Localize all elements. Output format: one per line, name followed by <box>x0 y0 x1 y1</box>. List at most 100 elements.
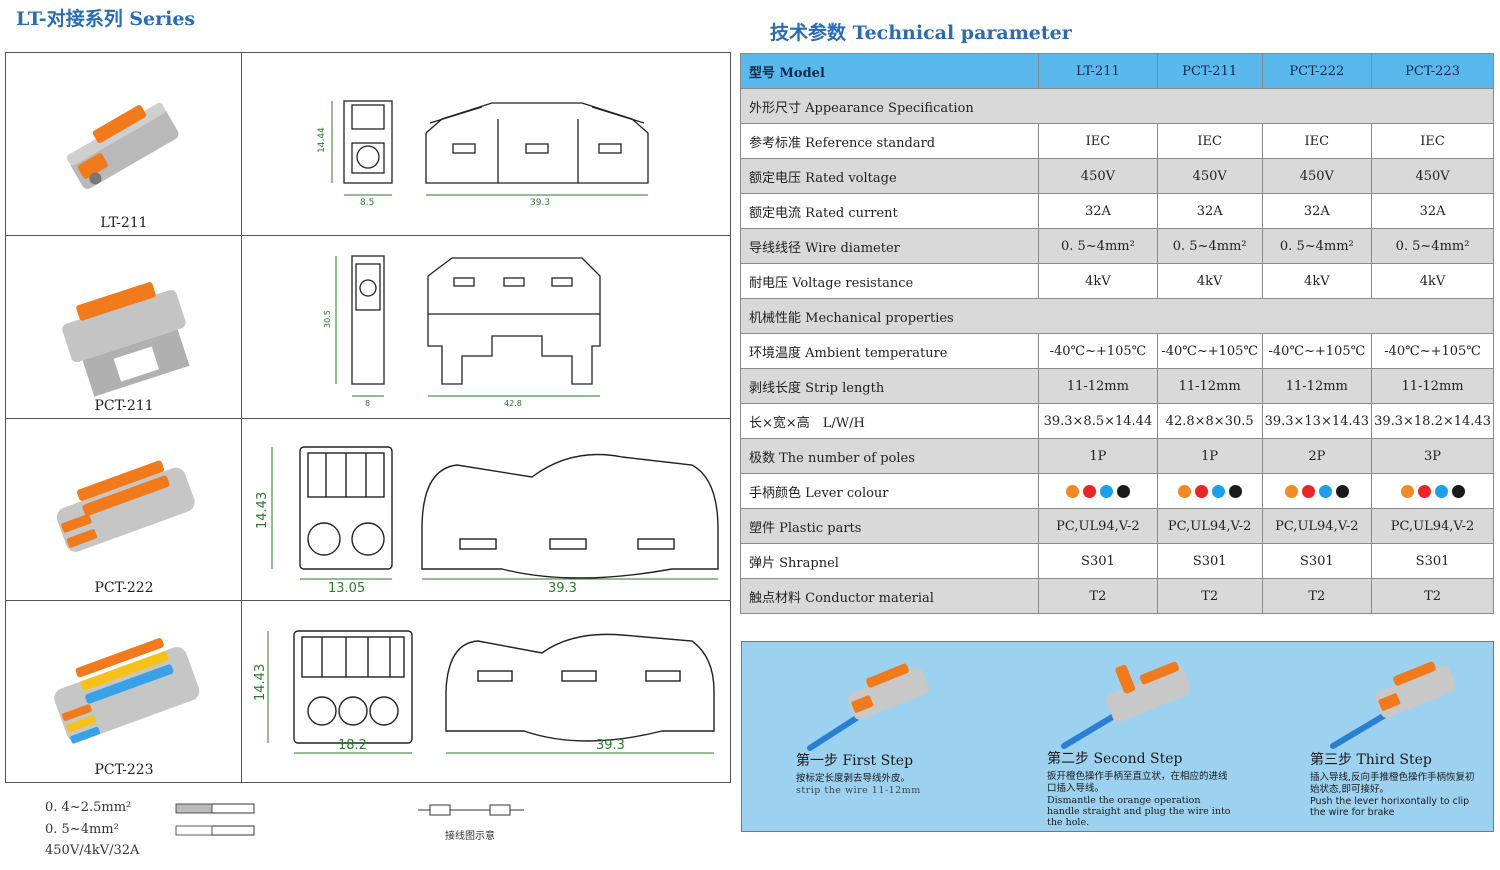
value-cell: T2 <box>1261 578 1373 614</box>
value-cell: IEC <box>1261 123 1373 159</box>
colour-dot <box>1065 484 1079 498</box>
colour-dot <box>1228 484 1242 498</box>
product-row-lt211: LT-211 14.44 8.5 39.3 <box>6 53 730 236</box>
product-row-pct211: PCT-211 30.5 8 42.8 <box>6 236 730 419</box>
step1-image <box>807 663 929 751</box>
step-title: 第三步 Third Step <box>1310 752 1432 768</box>
step-desc-cn: 插入导线,反向手推橙色操作手柄恢复初始状态,即可接好。 <box>1310 772 1475 795</box>
value-cell: T2 <box>1038 578 1158 614</box>
dim-length: 39.3 <box>548 581 577 596</box>
row-label: 参考标准 Reference standard <box>739 123 1040 159</box>
header-cell: LT-211 <box>1038 53 1158 89</box>
value-cell: -40℃~+105℃ <box>1261 333 1373 369</box>
installation-steps-panel: 第一步 First Step 按标定长度剥去导线外皮。 strip the wi… <box>741 641 1494 832</box>
row-label: 长×宽×高 L/W/H <box>739 403 1040 439</box>
value-cell: -40℃~+105℃ <box>1156 333 1263 369</box>
lever-colour-cell <box>1038 473 1158 509</box>
dim-height: 14.43 <box>253 664 268 701</box>
value-cell: 0. 5~4mm² <box>1371 228 1494 264</box>
wiring-diagram <box>418 804 524 816</box>
row-label: 剥线长度 Strip length <box>739 368 1040 404</box>
lever-colour-row: 手柄颜色 Lever colour <box>739 473 1494 509</box>
step-title: 第一步 First Step <box>796 753 914 769</box>
colour-dot <box>1301 484 1315 498</box>
step3-image <box>1330 661 1456 749</box>
product-photo-cell: PCT-211 <box>6 236 242 418</box>
product-name: PCT-211 <box>94 398 154 414</box>
colour-dot <box>1335 484 1349 498</box>
value-cell: 4kV <box>1261 263 1373 299</box>
wire-range-large: 0. 5~4mm² <box>45 822 119 837</box>
table-row: 环境温度 Ambient temperature-40℃~+105℃-40℃~+… <box>739 333 1494 369</box>
value-cell: 450V <box>1371 158 1494 194</box>
dim-length: 39.3 <box>530 198 550 208</box>
row-label: 触点材料 Conductor material <box>739 578 1040 614</box>
table-header-row: 型号 Model LT-211 PCT-211 PCT-222 PCT-223 <box>739 53 1494 89</box>
rating-note: 450V/4kV/32A <box>45 843 140 858</box>
value-cell: 42.8×8×30.5 <box>1156 403 1263 439</box>
product-photo-cell: LT-211 <box>6 53 242 235</box>
value-cell: 32A <box>1156 193 1263 229</box>
step-desc-cn: 扳开橙色操作手柄至直立状，在相应的进线口插入导线。 <box>1047 771 1228 794</box>
colour-dot <box>1434 484 1448 498</box>
value-cell: 2P <box>1261 438 1373 474</box>
lever-colour-cell <box>1156 473 1263 509</box>
section-label: 机械性能 Mechanical properties <box>740 298 1494 334</box>
value-cell: 4kV <box>1156 263 1263 299</box>
series-title: LT-对接系列 Series <box>16 8 196 30</box>
dim-width: 8 <box>365 399 370 408</box>
colour-dot <box>1082 484 1096 498</box>
pct222-photo <box>56 460 195 552</box>
value-cell: S301 <box>1261 543 1373 579</box>
step2-image <box>1061 661 1190 749</box>
colour-dot <box>1211 484 1225 498</box>
section-row: 外形尺寸 Appearance Specification <box>740 88 1494 124</box>
row-label: 额定电压 Rated voltage <box>739 158 1040 194</box>
value-cell: 4kV <box>1371 263 1494 299</box>
product-name: PCT-222 <box>94 580 154 596</box>
dim-length: 42.8 <box>504 399 522 408</box>
product-row-pct222: PCT-222 14.43 13.05 39.3 <box>6 419 730 601</box>
product-photo-cell: PCT-222 <box>6 419 242 600</box>
pct222-drawing: 14.43 13.05 39.3 <box>255 446 719 596</box>
wire-illustration <box>175 803 255 836</box>
lever-colour-cell <box>1371 473 1494 509</box>
header-cell: PCT-222 <box>1261 53 1373 89</box>
step-3: 第三步 Third Step 插入导线,反向手推橙色操作手柄恢复初始状态,即可接… <box>1310 749 1482 818</box>
lt211-drawing: 14.44 8.5 39.3 <box>317 100 649 208</box>
value-cell: 3P <box>1371 438 1494 474</box>
product-drawing-cell: 14.44 8.5 39.3 <box>242 53 730 235</box>
value-cell: PC,UL94,V-2 <box>1038 508 1158 544</box>
value-cell: 450V <box>1261 158 1373 194</box>
dim-width: 8.5 <box>360 198 374 208</box>
dim-height: 30.5 <box>323 310 332 328</box>
step-desc-cn: 按标定长度剥去导线外皮。 <box>796 773 911 784</box>
step-title: 第二步 Second Step <box>1047 751 1183 767</box>
dim-height: 14.44 <box>317 127 327 153</box>
value-cell: 39.3×8.5×14.44 <box>1038 403 1158 439</box>
product-grid: LT-211 14.44 8.5 39.3 <box>5 52 731 783</box>
value-cell: 32A <box>1261 193 1373 229</box>
dim-length: 39.3 <box>596 738 625 753</box>
colour-dot <box>1116 484 1130 498</box>
product-name: LT-211 <box>100 215 148 231</box>
section-label: 外形尺寸 Appearance Specification <box>740 88 1494 124</box>
dim-width: 18.2 <box>338 738 367 753</box>
value-cell: 0. 5~4mm² <box>1038 228 1158 264</box>
value-cell: 32A <box>1371 193 1494 229</box>
colour-dot <box>1417 484 1431 498</box>
value-cell: IEC <box>1371 123 1494 159</box>
value-cell: S301 <box>1038 543 1158 579</box>
product-name: PCT-223 <box>94 762 154 778</box>
header-cell: 型号 Model <box>739 53 1040 89</box>
value-cell: 32A <box>1038 193 1158 229</box>
value-cell: T2 <box>1156 578 1263 614</box>
value-cell: 0. 5~4mm² <box>1261 228 1373 264</box>
value-cell: 0. 5~4mm² <box>1156 228 1263 264</box>
value-cell: S301 <box>1156 543 1263 579</box>
